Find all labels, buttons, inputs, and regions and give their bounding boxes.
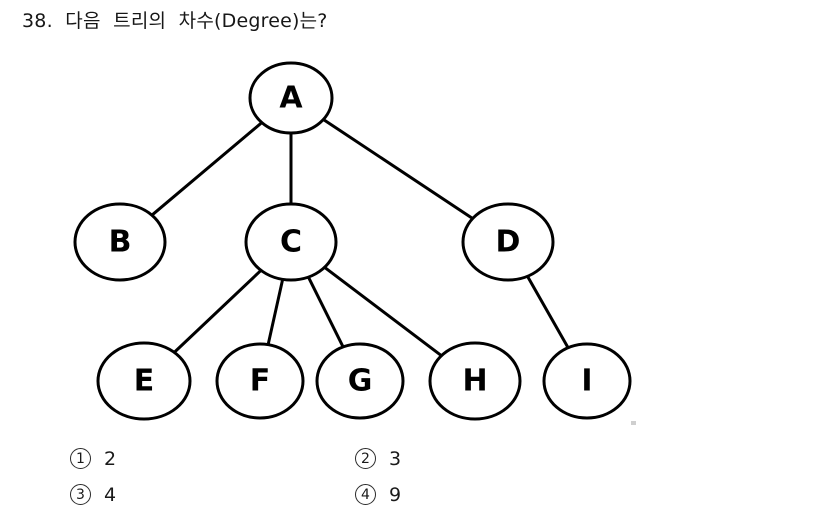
option-marker-4: 4 <box>355 484 376 505</box>
node-circle-i <box>542 342 632 420</box>
tree-node-c: C <box>244 202 338 282</box>
option-marker-1: 1 <box>70 448 91 469</box>
node-label-i: I <box>581 364 592 399</box>
question-stem: 38. 다음 트리의 차수(Degree)는? <box>22 10 328 32</box>
tree-node-d: D <box>461 202 555 282</box>
node-label-a: A <box>279 81 303 116</box>
tree-svg: A B C D E F G H I <box>73 61 632 421</box>
node-label-b: B <box>109 225 132 260</box>
tree-edge-c-f <box>266 277 285 347</box>
scan-artifact <box>631 421 636 425</box>
tree-node-e: E <box>96 341 192 421</box>
node-label-e: E <box>134 364 155 399</box>
node-circle-g <box>315 342 405 420</box>
tree-node-f: F <box>215 342 305 420</box>
option-text-1: 2 <box>104 447 117 470</box>
tree-diagram: A B C D E F G H I <box>0 40 826 440</box>
tree-edge-c-e <box>172 268 263 354</box>
tree-node-a: A <box>248 61 334 135</box>
node-label-f: F <box>250 364 271 399</box>
tree-edge-a-b <box>150 121 264 217</box>
node-circle-f <box>215 342 305 420</box>
tree-node-i: I <box>542 342 632 420</box>
node-circle-h <box>428 341 522 421</box>
tree-edge-a-d <box>321 117 475 221</box>
tree-edge-c-h <box>323 265 443 358</box>
tree-edge-d-i <box>525 274 570 350</box>
option-marker-3: 3 <box>70 484 91 505</box>
tree-node-g: G <box>315 342 405 420</box>
node-label-d: D <box>496 225 521 260</box>
option-text-3: 4 <box>104 483 117 506</box>
node-label-c: C <box>280 225 302 260</box>
tree-edge-group <box>150 117 570 358</box>
tree-node-b: B <box>73 202 167 282</box>
node-label-h: H <box>462 364 487 399</box>
node-label-g: G <box>348 364 373 399</box>
tree-node-group: A B C D E F G H I <box>73 61 632 421</box>
node-circle-d <box>461 202 555 282</box>
node-circle-c <box>244 202 338 282</box>
tree-node-h: H <box>428 341 522 421</box>
option-text-4: 9 <box>389 483 402 506</box>
node-circle-e <box>96 341 192 421</box>
option-text-2: 3 <box>389 447 402 470</box>
node-circle-b <box>73 202 167 282</box>
node-circle-a <box>248 61 334 135</box>
option-marker-2: 2 <box>355 448 376 469</box>
tree-edge-c-g <box>306 275 345 349</box>
